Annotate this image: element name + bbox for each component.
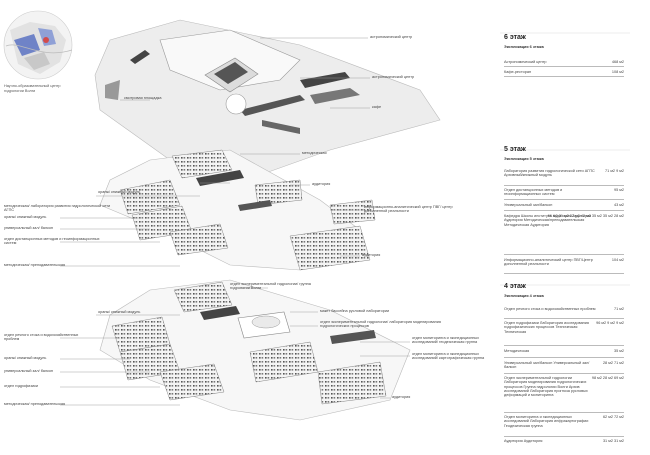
- label-orangereya-modul-5: оранж/ книжный модуль: [4, 215, 47, 219]
- room-row: Кафе-ресторан 108 м2: [504, 70, 624, 74]
- room-row: Отдел мониторинга и экспедиционных иссле…: [504, 415, 624, 428]
- label-otdel-monitoringa: отдел мониторинга и экспедиционных иссле…: [412, 336, 480, 345]
- room-row: Универсальный зал/балкон Универсальный з…: [504, 361, 624, 370]
- label-smotrovaya: смотровая площадка: [124, 96, 162, 100]
- label-otdel-eksp: отдел экспериментальной гидрологии/ груп…: [230, 282, 311, 291]
- room-name: Информационно-аналитический центр ПВГ/Це…: [504, 258, 593, 267]
- label-orangereya-4: оранж/ книжный модуль: [98, 310, 141, 314]
- label-astronomichesky-2: астрономический центр: [372, 75, 415, 79]
- room-area: 96 м2 9 м2 9 м2: [596, 321, 624, 325]
- floor-5-plate: [99, 149, 376, 271]
- label-auditoriya-5b: аудитория: [362, 253, 381, 257]
- room-row: Отдел дистанционных методов и геоинформа…: [504, 188, 624, 197]
- room-area: 96 м2 31 м2 32 м2 42 м2 35 м2 35 м2 28 м…: [547, 214, 624, 218]
- floor-subtitle: Экспликация 5 этажа: [504, 157, 544, 161]
- label-astronomichesky-1: астрономический центр: [370, 35, 413, 39]
- leader-lines: [60, 37, 410, 406]
- room-row: Отдел экспериментальной гидрологии Лабор…: [504, 376, 624, 397]
- room-name: Универсальный зал/балкон: [504, 203, 553, 207]
- inset-caption-line: гидрологии Волги: [4, 88, 36, 93]
- floor-title: 6 этаж: [504, 34, 526, 41]
- inset-caption: Научно-образовательный центр гидрологии …: [4, 84, 61, 93]
- label-metod-prepod-4: методическая/ преподавательская: [4, 402, 66, 406]
- room-row: Аудитория Аудитория 31 м2 31 м2: [504, 439, 624, 443]
- room-area: 468 м2: [611, 60, 624, 64]
- label-orangereya-5: оранж/ книжный модуль: [98, 190, 141, 194]
- room-area: 95 м2: [613, 188, 624, 192]
- label-otdel-gidrofiziki: отдел гидрофизики: [4, 384, 38, 388]
- room-name: Отдел речного стока и водохозяйственных …: [504, 307, 596, 311]
- room-row: Отдел гидрофизики Лаборатория исследован…: [504, 321, 624, 334]
- room-area: 71 м2: [613, 307, 624, 311]
- floor-title: 5 этаж: [504, 146, 526, 153]
- label-universalny-zal-5: универсальный зал/ балкон: [4, 226, 54, 230]
- room-row: Универсальный зал/балкон 43 м2: [504, 203, 624, 207]
- label-metod-lab: методическая/ лаборатория развития гидро…: [4, 204, 111, 213]
- label-otdel-distancionnyh: отдел дистанционных методов и геоинформа…: [4, 237, 100, 246]
- inset-caption-line: Научно-образовательный центр: [4, 84, 61, 88]
- site-map-inset: [3, 10, 73, 80]
- label-maket: макет бассейна русловой лаборатории: [320, 309, 390, 313]
- room-area: 71 м2 9 м2: [605, 169, 624, 173]
- label-auditoriya-4: аудитория: [392, 395, 411, 399]
- label-orangereya-modul-4: оранж/ книжный модуль: [4, 356, 47, 360]
- floor-6-plate: [94, 19, 441, 176]
- label-metodicheskaya: методическая: [302, 151, 327, 155]
- room-row: Отдел речного стока и водохозяйственных …: [504, 307, 624, 311]
- room-row: Методическая 35 м2: [504, 349, 624, 353]
- floor-4-plate: [99, 279, 411, 421]
- room-area: 104 м2: [611, 258, 624, 262]
- label-metod-prepod-5: методическая/ преподавательская: [4, 263, 66, 267]
- label-info-center: информационно-аналитический центр ПВГ/ ц…: [364, 205, 453, 214]
- room-name: Отдел гидрофизики Лаборатория исследован…: [504, 321, 589, 334]
- room-area: 98 м2 28 м2 69 м2: [591, 376, 624, 380]
- room-name: Универсальный зал/балкон Универсальный з…: [504, 361, 590, 370]
- label-auditoriya-5: аудитория: [312, 182, 331, 186]
- room-name: Отдел дистанционных методов и геоинформа…: [504, 188, 563, 197]
- room-name: Отдел мониторинга и экспедиционных иссле…: [504, 415, 589, 428]
- room-name: Отдел экспериментальной гидрологии Лабор…: [504, 376, 588, 398]
- label-otdel-eksp2: отдел экспериментальной гидрологии/ лабо…: [320, 320, 441, 329]
- room-area: 35 м2: [613, 349, 624, 353]
- floor-title: 4 этаж: [504, 283, 526, 290]
- floor-subtitle: Экспликация 4 этажа: [504, 294, 544, 298]
- room-name: Аудитория Аудитория: [504, 439, 543, 443]
- room-name: Астрономический центр: [504, 60, 547, 64]
- room-name: Кафедра Школы института Аудитория Аудито…: [504, 214, 592, 227]
- room-area: 108 м2: [611, 70, 624, 74]
- room-row: Астрономический центр 468 м2: [504, 60, 624, 64]
- room-name: Методическая: [504, 349, 530, 353]
- room-area: 62 м2 72 м2: [602, 415, 624, 419]
- room-row: Кафедра Школы института Аудитория Аудито…: [504, 214, 624, 227]
- room-row: Информационно-аналитический центр ПВГ/Це…: [504, 258, 624, 267]
- floor-subtitle: Экспликация 6 этажа: [504, 45, 544, 49]
- room-name: Лаборатория развития гидрологической сет…: [504, 169, 595, 178]
- room-name: Кафе-ресторан: [504, 70, 532, 74]
- label-otdel-rechnogo: отдел речного стока и водохозяйственных …: [4, 333, 79, 342]
- room-area: 31 м2 31 м2: [602, 439, 624, 443]
- label-kafe: кафе: [372, 105, 382, 109]
- room-area: 28 м2 71 м2: [602, 361, 624, 365]
- room-area: 43 м2: [613, 203, 624, 207]
- room-row: Лаборатория развития гидрологической сет…: [504, 169, 624, 178]
- label-otdel-monitoringa2: отдел мониторинга и экспедиционных иссле…: [412, 352, 485, 361]
- label-universalny-zal-4: универсальный зал/ балкон: [4, 369, 54, 373]
